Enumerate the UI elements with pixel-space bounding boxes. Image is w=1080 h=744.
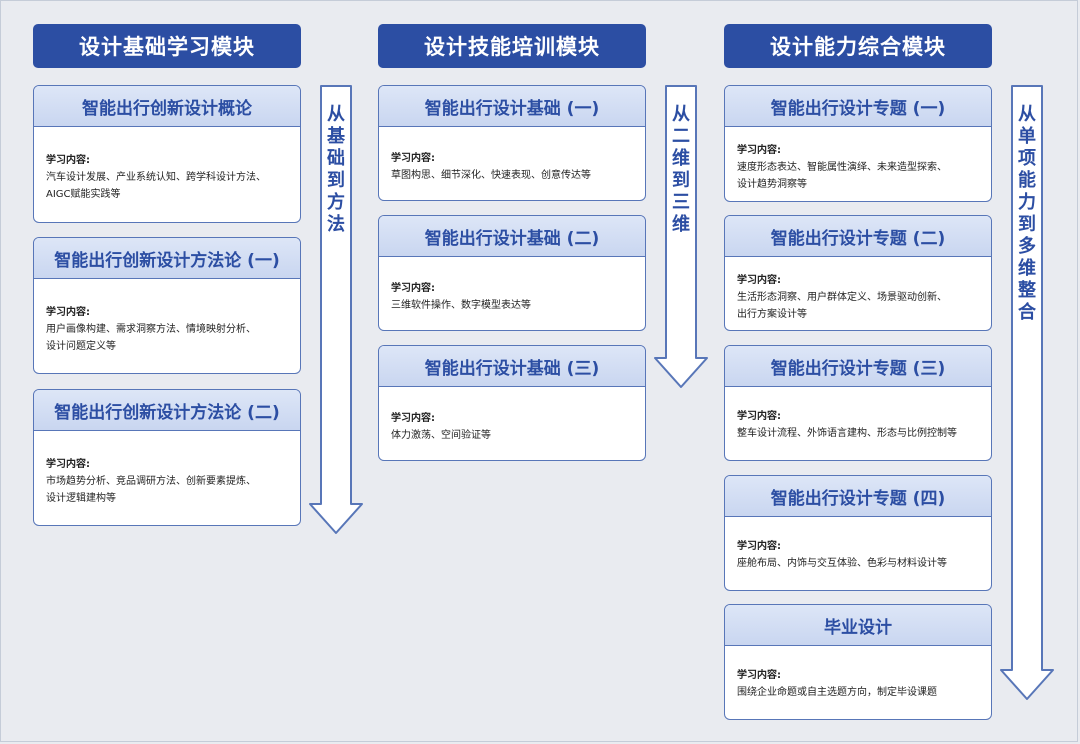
module-header-foundation: 设计基础学习模块 (33, 24, 301, 68)
card-label: 学习内容: (391, 413, 435, 424)
card-title: 智能出行设计专题 (二) (725, 216, 991, 257)
flow-label-char: 维 (1018, 258, 1036, 279)
card-line: 市场趋势分析、竞品调研方法、创新要素提炼、 (46, 476, 256, 487)
flow-label-char: 多 (1018, 236, 1036, 257)
card-line: 整车设计流程、外饰语言建构、形态与比例控制等 (737, 428, 957, 439)
card-content: 市场趋势分析、竞品调研方法、创新要素提炼、 设计逻辑建构等 (46, 473, 288, 507)
flow-label-char: 合 (1018, 302, 1036, 323)
card-line: 出行方案设计等 (737, 309, 807, 320)
card-line: 座舱布局、内饰与交互体验、色彩与材料设计等 (737, 558, 947, 569)
card-label: 学习内容: (737, 541, 781, 552)
flow-label-char: 整 (1018, 280, 1036, 301)
card-content: 用户画像构建、需求洞察方法、情境映射分析、 设计问题定义等 (46, 321, 288, 355)
card-content: 整车设计流程、外饰语言建构、形态与比例控制等 (737, 425, 979, 442)
card-title: 智能出行设计专题 (三) (725, 346, 991, 387)
flow-label-foundation: 从基础到方法 (323, 104, 349, 236)
card-comprehensive-5: 毕业设计 学习内容: 围绕企业命题或自主选题方向，制定毕设课题 (724, 604, 992, 720)
flow-label-char: 三 (672, 192, 690, 213)
card-title: 智能出行创新设计方法论 (一) (34, 238, 300, 279)
flow-label-char: 从 (672, 104, 690, 125)
card-label: 学习内容: (737, 145, 781, 156)
flow-label-skills: 从二维到三维 (668, 104, 694, 236)
flow-label-char: 到 (672, 170, 690, 191)
card-comprehensive-2: 智能出行设计专题 (二) 学习内容: 生活形态洞察、用户群体定义、场景驱动创新、… (724, 215, 992, 331)
flow-label-char: 单 (1018, 126, 1036, 147)
card-comprehensive-3: 智能出行设计专题 (三) 学习内容: 整车设计流程、外饰语言建构、形态与比例控制… (724, 345, 992, 461)
flow-label-char: 基 (327, 126, 345, 147)
flow-label-comprehensive: 从单项能力到多维整合 (1014, 104, 1040, 324)
card-label: 学习内容: (391, 153, 435, 164)
card-foundation-1: 智能出行创新设计概论 学习内容: 汽车设计发展、产业系统认知、跨学科设计方法、 … (33, 85, 301, 223)
card-line: 汽车设计发展、产业系统认知、跨学科设计方法、 (46, 172, 266, 183)
card-label: 学习内容: (46, 155, 90, 166)
card-content: 速度形态表达、智能属性演绎、未来造型探索、 设计趋势洞察等 (737, 159, 979, 193)
card-skills-3: 智能出行设计基础 (三) 学习内容: 体力激荡、空间验证等 (378, 345, 646, 461)
flow-label-char: 础 (327, 148, 345, 169)
card-label: 学习内容: (391, 283, 435, 294)
card-line: 设计问题定义等 (46, 341, 116, 352)
flow-label-char: 力 (1018, 192, 1036, 213)
card-title: 智能出行设计基础 (三) (379, 346, 645, 387)
card-label: 学习内容: (737, 275, 781, 286)
card-foundation-2: 智能出行创新设计方法论 (一) 学习内容: 用户画像构建、需求洞察方法、情境映射… (33, 237, 301, 374)
card-label: 学习内容: (737, 411, 781, 422)
card-foundation-3: 智能出行创新设计方法论 (二) 学习内容: 市场趋势分析、竞品调研方法、创新要素… (33, 389, 301, 526)
card-content: 围绕企业命题或自主选题方向，制定毕设课题 (737, 684, 979, 701)
card-label: 学习内容: (46, 459, 90, 470)
card-line: 设计趋势洞察等 (737, 179, 807, 190)
card-line: 设计逻辑建构等 (46, 493, 116, 504)
card-line: 体力激荡、空间验证等 (391, 430, 491, 441)
card-skills-1: 智能出行设计基础 (一) 学习内容: 草图构思、细节深化、快速表现、创意传达等 (378, 85, 646, 201)
flow-label-char: 法 (327, 214, 345, 235)
card-line: 围绕企业命题或自主选题方向，制定毕设课题 (737, 687, 937, 698)
card-line: 生活形态洞察、用户群体定义、场景驱动创新、 (737, 292, 947, 303)
card-title: 智能出行创新设计概论 (34, 86, 300, 127)
card-title: 智能出行设计基础 (一) (379, 86, 645, 127)
card-title: 智能出行设计专题 (四) (725, 476, 991, 517)
card-label: 学习内容: (46, 307, 90, 318)
card-line: 三维软件操作、数字模型表达等 (391, 300, 531, 311)
card-title: 智能出行设计专题 (一) (725, 86, 991, 127)
flow-label-char: 二 (672, 126, 690, 147)
flow-label-char: 方 (327, 192, 345, 213)
card-content: 三维软件操作、数字模型表达等 (391, 297, 633, 314)
card-content: 汽车设计发展、产业系统认知、跨学科设计方法、 AIGC赋能实践等 (46, 169, 288, 203)
module-header-skills: 设计技能培训模块 (378, 24, 646, 68)
card-content: 草图构思、细节深化、快速表现、创意传达等 (391, 167, 633, 184)
card-label: 学习内容: (737, 670, 781, 681)
card-line: 用户画像构建、需求洞察方法、情境映射分析、 (46, 324, 256, 335)
card-title: 智能出行创新设计方法论 (二) (34, 390, 300, 431)
card-content: 体力激荡、空间验证等 (391, 427, 633, 444)
flow-arrow-down-icon (654, 85, 708, 388)
module-header-comprehensive: 设计能力综合模块 (724, 24, 992, 68)
card-comprehensive-4: 智能出行设计专题 (四) 学习内容: 座舱布局、内饰与交互体验、色彩与材料设计等 (724, 475, 992, 591)
flow-label-char: 项 (1018, 148, 1036, 169)
flow-arrow-down-icon (1000, 85, 1054, 700)
flow-label-char: 到 (1018, 214, 1036, 235)
flow-label-char: 从 (1018, 104, 1036, 125)
card-line: 速度形态表达、智能属性演绎、未来造型探索、 (737, 162, 947, 173)
flow-label-char: 维 (672, 214, 690, 235)
card-skills-2: 智能出行设计基础 (二) 学习内容: 三维软件操作、数字模型表达等 (378, 215, 646, 331)
flow-label-char: 能 (1018, 170, 1036, 191)
flow-label-char: 维 (672, 148, 690, 169)
card-content: 生活形态洞察、用户群体定义、场景驱动创新、 出行方案设计等 (737, 289, 979, 323)
flow-arrow-down-icon (309, 85, 363, 534)
card-line: AIGC赋能实践等 (46, 189, 121, 200)
card-comprehensive-1: 智能出行设计专题 (一) 学习内容: 速度形态表达、智能属性演绎、未来造型探索、… (724, 85, 992, 202)
card-content: 座舱布局、内饰与交互体验、色彩与材料设计等 (737, 555, 979, 572)
card-title: 毕业设计 (725, 605, 991, 646)
card-line: 草图构思、细节深化、快速表现、创意传达等 (391, 170, 591, 181)
card-title: 智能出行设计基础 (二) (379, 216, 645, 257)
flow-label-char: 到 (327, 170, 345, 191)
flow-label-char: 从 (327, 104, 345, 125)
